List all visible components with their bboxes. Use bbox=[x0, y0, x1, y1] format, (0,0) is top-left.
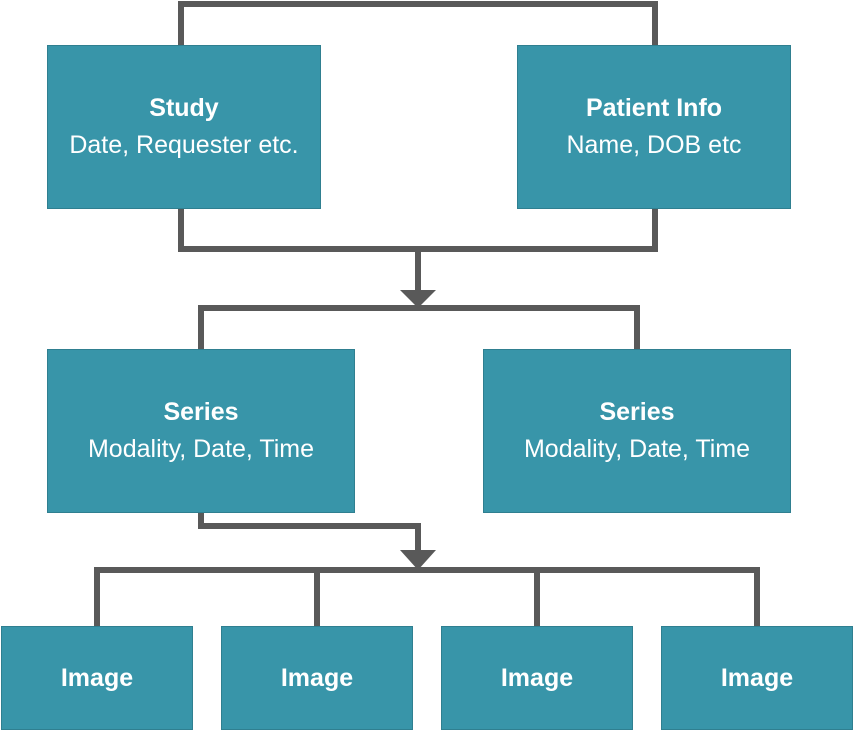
series-1-subtitle: Modality, Date, Time bbox=[87, 435, 314, 463]
study-box: Study Date, Requester etc. bbox=[47, 45, 321, 209]
patient-info-subtitle: Name, DOB etc bbox=[566, 131, 742, 159]
image-3-title: Image bbox=[500, 663, 574, 692]
image-box-1: Image bbox=[1, 626, 193, 730]
patient-info-title: Patient Info bbox=[585, 94, 723, 122]
series-box-2: Series Modality, Date, Time bbox=[483, 349, 791, 513]
study-patient-top-link bbox=[178, 1, 658, 45]
series-2-title: Series bbox=[599, 398, 675, 426]
image-box-4: Image bbox=[661, 626, 853, 730]
study-patient-bottom-link bbox=[178, 209, 658, 252]
series-down-to-images bbox=[198, 513, 421, 552]
arrowhead-to-series bbox=[400, 290, 436, 308]
series-1-title: Series bbox=[163, 398, 239, 426]
image-4-title: Image bbox=[720, 663, 794, 692]
series-2-subtitle: Modality, Date, Time bbox=[523, 435, 750, 463]
series-branch bbox=[198, 305, 640, 349]
image-box-2: Image bbox=[221, 626, 413, 730]
series-box-1: Series Modality, Date, Time bbox=[47, 349, 355, 513]
images-branch bbox=[94, 567, 760, 626]
image-2-title: Image bbox=[280, 663, 354, 692]
image-1-title: Image bbox=[60, 663, 134, 692]
image-box-3: Image bbox=[441, 626, 633, 730]
arrowhead-to-images bbox=[400, 550, 436, 570]
study-subtitle: Date, Requester etc. bbox=[69, 131, 299, 159]
study-title: Study bbox=[149, 94, 219, 122]
patient-info-box: Patient Info Name, DOB etc bbox=[517, 45, 791, 209]
